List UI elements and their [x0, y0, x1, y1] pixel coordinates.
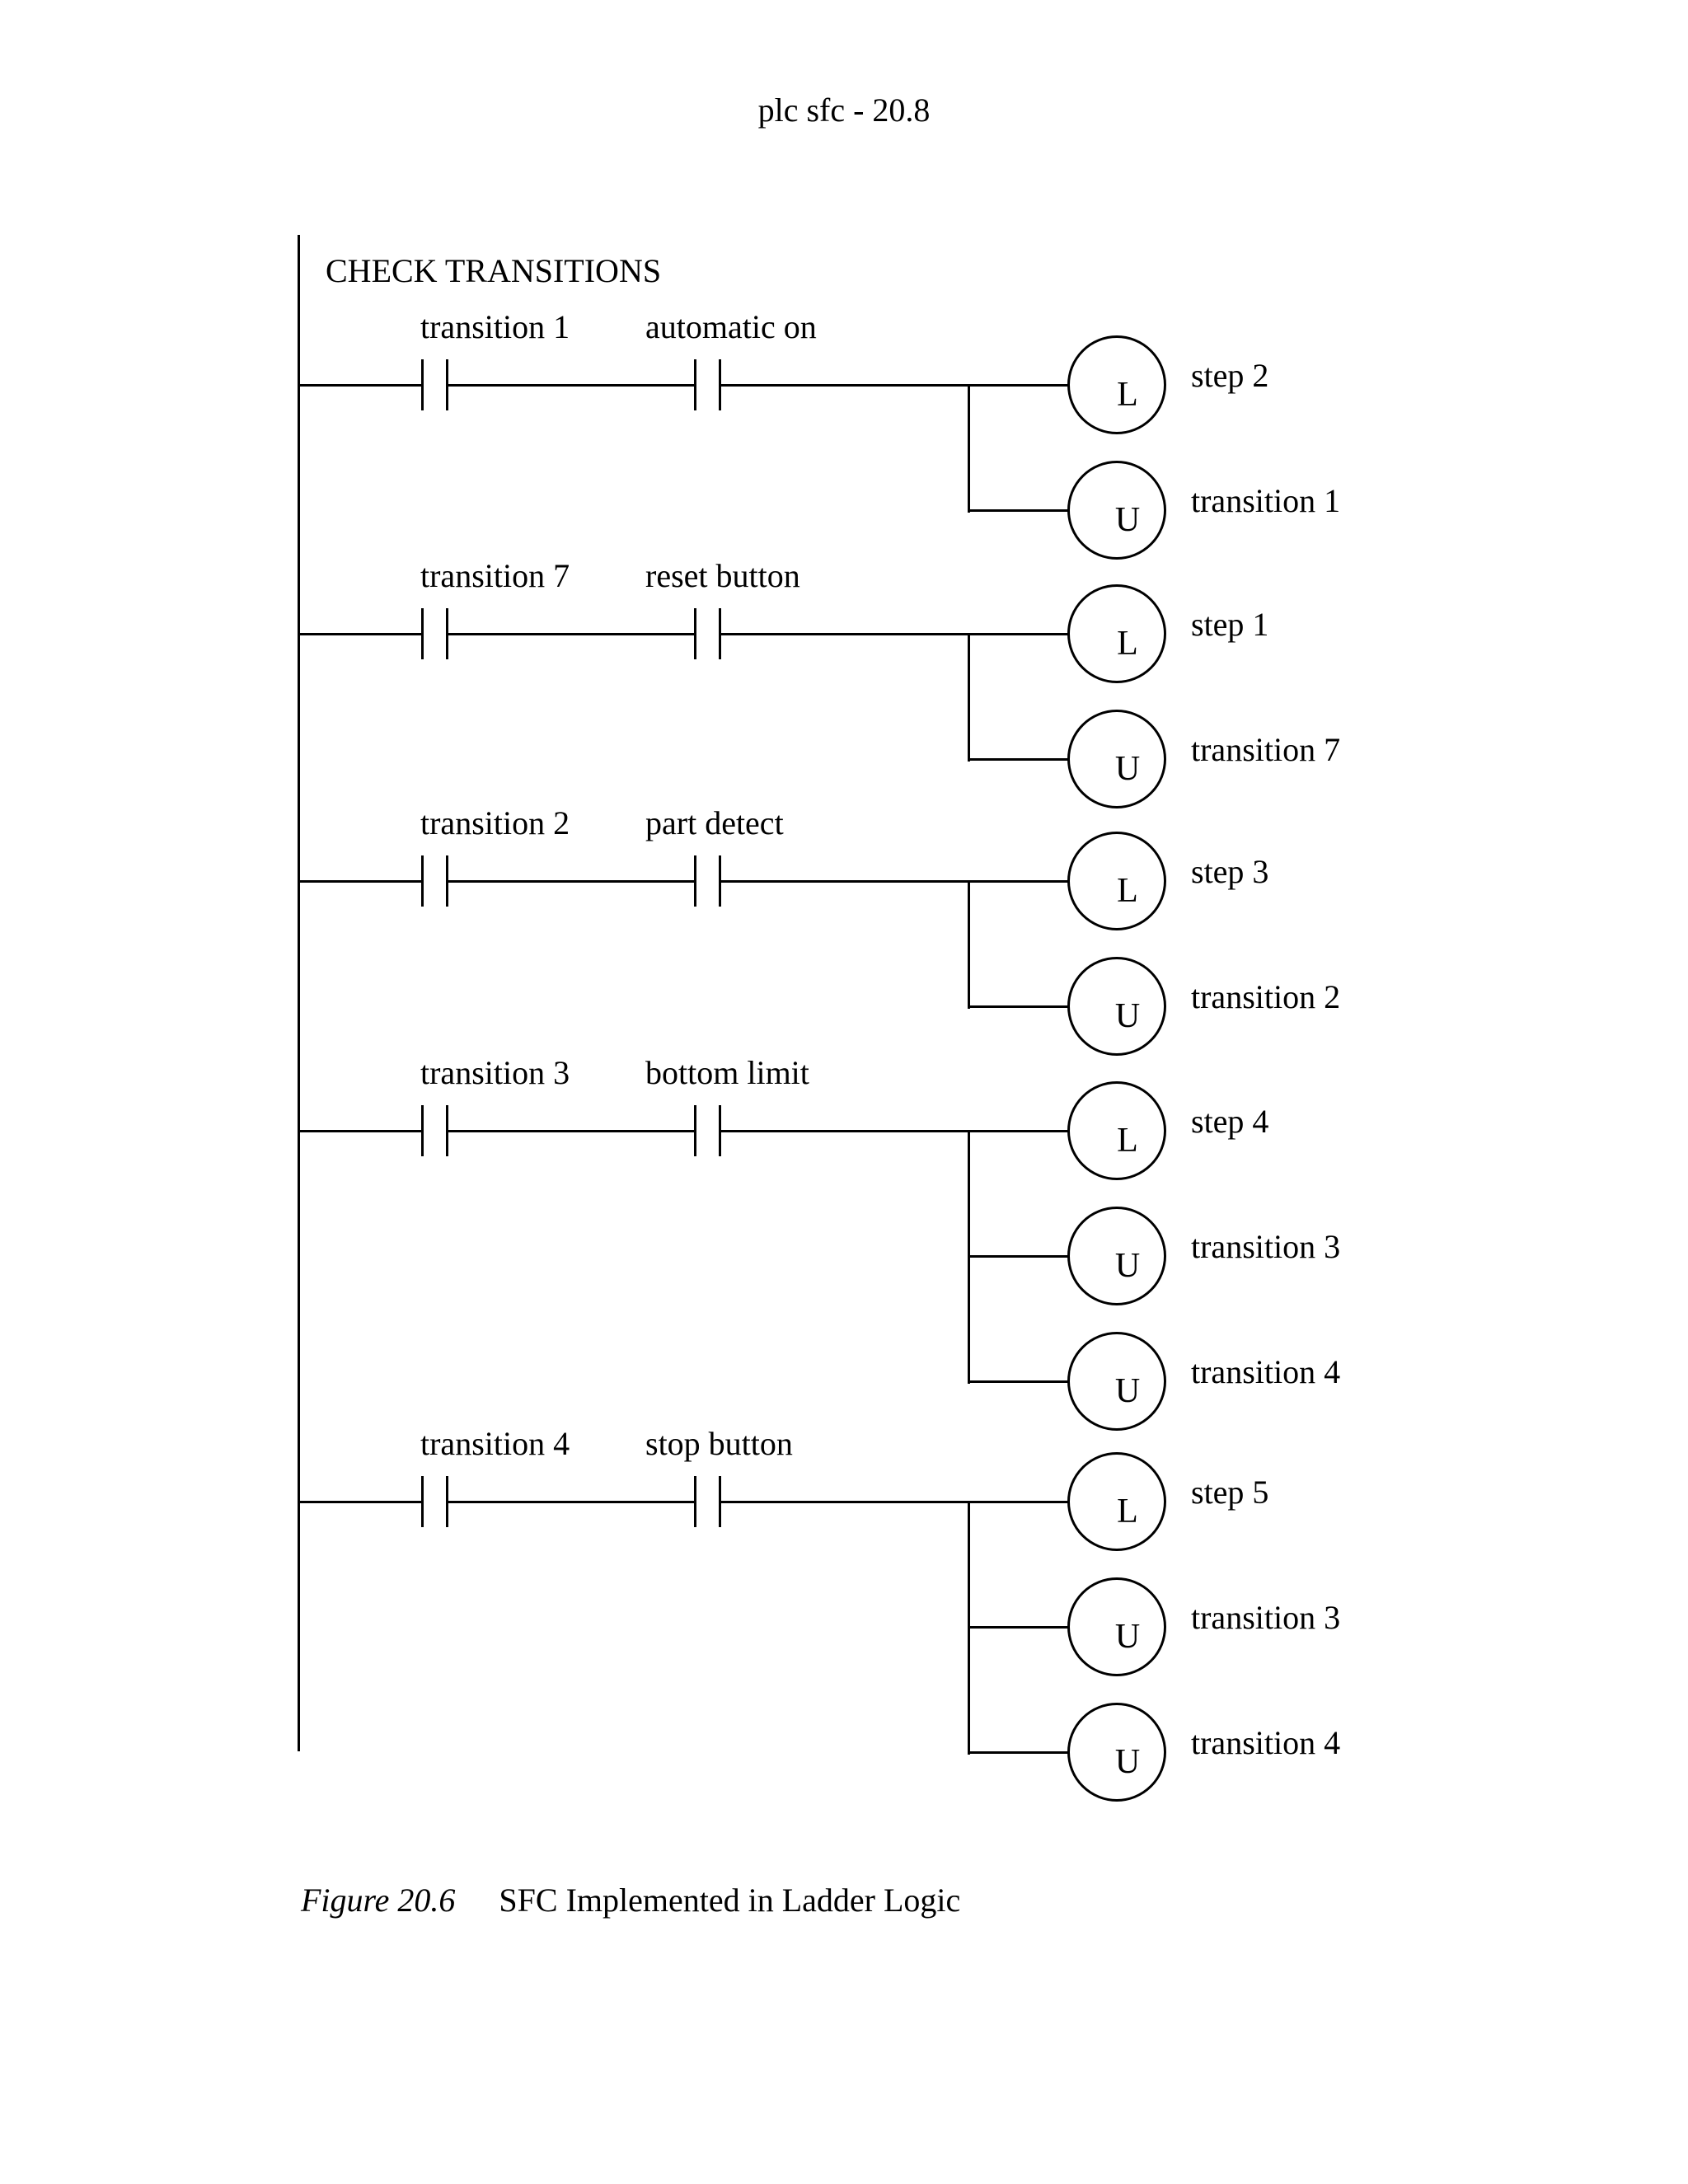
contact-bar	[694, 608, 696, 659]
contact-label: transition 1	[420, 308, 570, 345]
contact-label: transition 7	[420, 557, 570, 594]
unlatch-coil: U	[1067, 461, 1166, 560]
rung-wire	[298, 1130, 423, 1132]
rung-wire	[448, 1501, 696, 1503]
contact-label: transition 2	[420, 804, 570, 841]
coil-letter: U	[1114, 1743, 1141, 1781]
unlatch-coil: U	[1067, 1703, 1166, 1802]
latch-coil: L	[1067, 1452, 1166, 1551]
rung-wire	[721, 1130, 1068, 1132]
contact-bar	[421, 855, 424, 907]
unlatch-coil: U	[1067, 1207, 1166, 1305]
coil-label: transition 2	[1191, 978, 1341, 1015]
branch-wire	[968, 633, 970, 762]
latch-coil: L	[1067, 832, 1166, 930]
coil-label: transition 4	[1191, 1353, 1341, 1390]
coil-letter: L	[1117, 1122, 1138, 1160]
contact-bar	[421, 1476, 424, 1527]
latch-coil: L	[1067, 335, 1166, 434]
page-header: plc sfc - 20.8	[757, 91, 931, 129]
branch-stub-wire	[969, 1255, 1068, 1258]
contact-bar	[446, 855, 448, 907]
contact-bar	[446, 608, 448, 659]
unlatch-coil: U	[1067, 1577, 1166, 1676]
figure-caption-text: SFC Implemented in Ladder Logic	[499, 1882, 961, 1919]
unlatch-coil: U	[1067, 1332, 1166, 1431]
branch-wire	[968, 384, 970, 513]
contact-label: bottom limit	[645, 1054, 809, 1091]
latch-coil: L	[1067, 1081, 1166, 1180]
rung-wire	[298, 1501, 423, 1503]
contact-bar	[446, 1476, 448, 1527]
branch-stub-wire	[969, 1626, 1068, 1629]
contact-bar	[421, 608, 424, 659]
branch-stub-wire	[969, 1380, 1068, 1383]
contact-bar	[694, 855, 696, 907]
contact-label: transition 3	[420, 1054, 570, 1091]
contact-bar	[719, 1476, 721, 1527]
unlatch-coil: U	[1067, 957, 1166, 1056]
branch-stub-wire	[969, 1751, 1068, 1754]
contact-label: automatic on	[645, 308, 817, 345]
coil-letter: U	[1114, 750, 1141, 788]
contact-bar	[694, 359, 696, 410]
rung-wire	[298, 880, 423, 883]
rung-wire	[721, 880, 1068, 883]
left-rail	[298, 235, 300, 1751]
contact-label: transition 4	[420, 1425, 570, 1462]
contact-bar	[719, 1105, 721, 1156]
coil-letter: L	[1117, 376, 1138, 414]
coil-label: transition 3	[1191, 1228, 1341, 1265]
contact-bar	[694, 1105, 696, 1156]
coil-label: step 3	[1191, 853, 1269, 890]
branch-wire	[968, 880, 970, 1009]
coil-label: step 5	[1191, 1474, 1269, 1511]
figure-caption: Figure 20.6 SFC Implemented in Ladder Log…	[301, 1882, 960, 1919]
figure-caption-number: Figure 20.6	[301, 1882, 456, 1919]
coil-label: transition 1	[1191, 482, 1341, 519]
coil-letter: U	[1114, 997, 1141, 1035]
coil-letter: L	[1117, 1493, 1138, 1530]
coil-label: transition 3	[1191, 1599, 1341, 1636]
coil-label: transition 4	[1191, 1724, 1341, 1761]
contact-label: stop button	[645, 1425, 793, 1462]
contact-bar	[694, 1476, 696, 1527]
rung-wire	[721, 633, 1068, 635]
section-title: CHECK TRANSITIONS	[326, 252, 662, 289]
branch-stub-wire	[969, 1005, 1068, 1008]
branch-wire	[968, 1501, 970, 1755]
coil-label: transition 7	[1191, 731, 1341, 768]
rung-wire	[448, 384, 696, 387]
coil-letter: L	[1117, 872, 1138, 910]
branch-stub-wire	[969, 758, 1068, 761]
contact-bar	[421, 359, 424, 410]
coil-letter: U	[1114, 501, 1141, 539]
contact-bar	[719, 855, 721, 907]
rung-wire	[721, 384, 1068, 387]
coil-letter: U	[1114, 1618, 1141, 1656]
coil-letter: L	[1117, 625, 1138, 663]
rung-wire	[721, 1501, 1068, 1503]
contact-label: reset button	[645, 557, 800, 594]
rung-wire	[298, 384, 423, 387]
contact-bar	[719, 608, 721, 659]
coil-label: step 2	[1191, 357, 1269, 394]
contact-bar	[421, 1105, 424, 1156]
coil-label: step 1	[1191, 606, 1269, 643]
unlatch-coil: U	[1067, 710, 1166, 808]
contact-bar	[719, 359, 721, 410]
rung-wire	[448, 633, 696, 635]
branch-stub-wire	[969, 509, 1068, 512]
coil-letter: U	[1114, 1372, 1141, 1410]
contact-bar	[446, 359, 448, 410]
rung-wire	[298, 633, 423, 635]
coil-label: step 4	[1191, 1103, 1269, 1140]
contact-bar	[446, 1105, 448, 1156]
rung-wire	[448, 880, 696, 883]
rung-wire	[448, 1130, 696, 1132]
branch-wire	[968, 1130, 970, 1384]
contact-label: part detect	[645, 804, 784, 841]
latch-coil: L	[1067, 584, 1166, 683]
coil-letter: U	[1114, 1247, 1141, 1285]
